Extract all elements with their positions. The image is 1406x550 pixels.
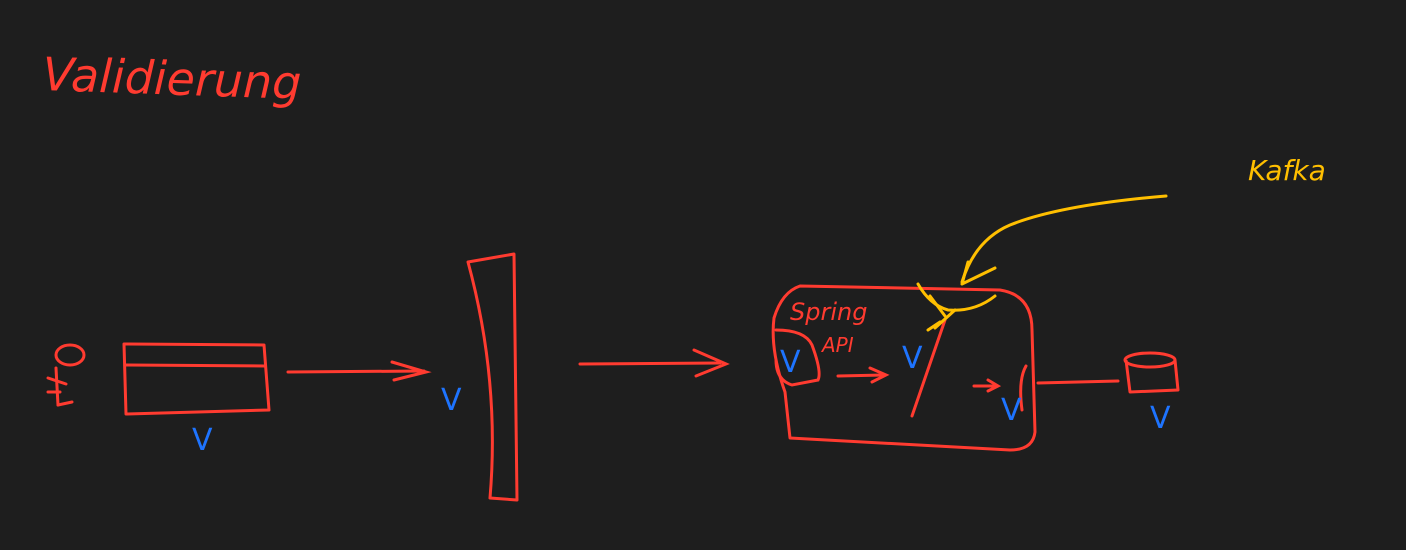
arrow-api-to-logic [836, 366, 890, 384]
gateway-wall [466, 252, 519, 502]
backend-service [771, 284, 1037, 452]
diagram-title: Validierung [42, 47, 303, 110]
layer-divider [910, 318, 947, 418]
db-adapter [1019, 364, 1028, 412]
kafka-label: Kafka [1248, 154, 1326, 187]
api-layer [774, 328, 821, 387]
arrow-form-to-gateway [286, 360, 432, 382]
frontend-form [122, 342, 271, 416]
user-icon [46, 343, 86, 407]
check-api: V [780, 345, 801, 380]
check-adapter: V [1001, 393, 1022, 428]
connector-to-database [1036, 379, 1120, 385]
arrow-logic-to-adapter [972, 378, 1002, 393]
check-frontend: V [192, 423, 213, 458]
api-label: API [820, 333, 854, 357]
check-database: V [1150, 401, 1171, 436]
arrow-gateway-to-backend [578, 348, 730, 378]
database-icon [1123, 351, 1180, 394]
spring-label: Spring [790, 298, 867, 326]
kafka-connector [916, 282, 997, 332]
check-gateway: V [441, 383, 462, 418]
check-service: V [902, 341, 923, 376]
kafka-arrow [960, 194, 1168, 286]
